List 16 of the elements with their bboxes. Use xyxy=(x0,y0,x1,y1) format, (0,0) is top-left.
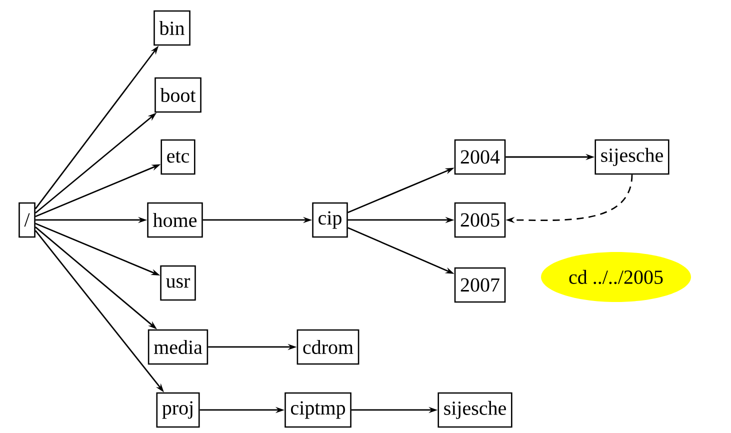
directory-box: media xyxy=(148,329,208,365)
directory-box: usr xyxy=(160,265,196,301)
directory-box: etc xyxy=(160,139,196,175)
directory-box: cip xyxy=(312,202,348,238)
directory-box: 2007 xyxy=(454,267,506,303)
directory-box: home xyxy=(147,202,203,238)
directory-box: boot xyxy=(154,77,202,113)
directory-box: 2005 xyxy=(454,202,506,238)
directory-box: sijesche xyxy=(438,392,512,428)
directory-box: proj xyxy=(156,392,200,428)
directory-box: / xyxy=(18,202,36,238)
directory-box: cdrom xyxy=(296,329,360,365)
directory-box: sijesche xyxy=(594,139,670,175)
directory-box: 2004 xyxy=(454,139,506,175)
directory-box: bin xyxy=(154,10,190,46)
directory-box: ciptmp xyxy=(284,392,352,428)
